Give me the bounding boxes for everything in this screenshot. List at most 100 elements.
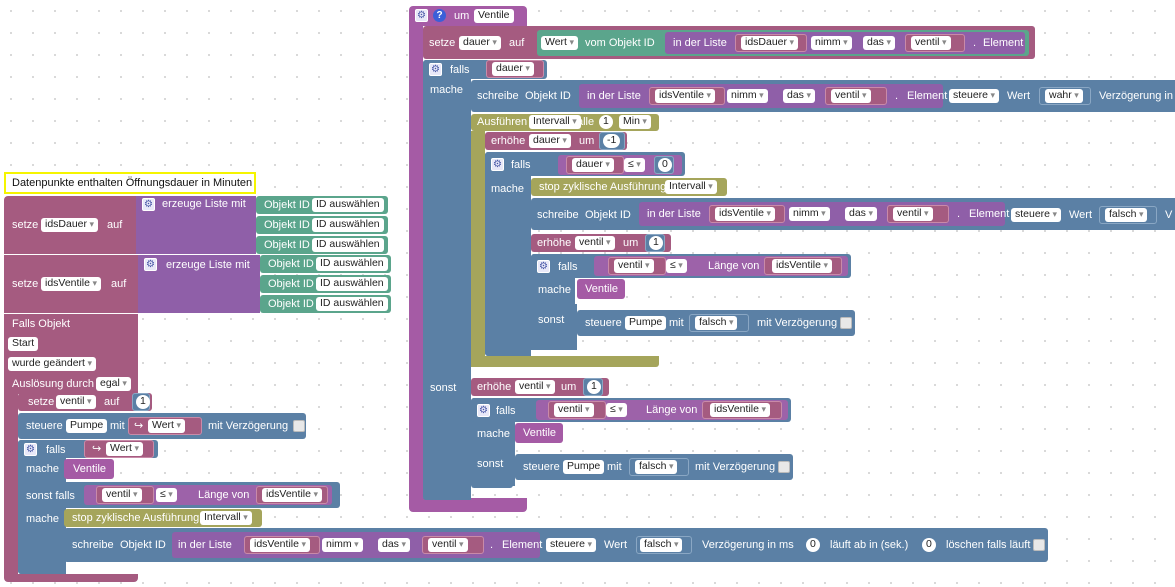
- operator-dropdown[interactable]: ≤: [606, 403, 627, 417]
- var-dropdown-dauer[interactable]: dauer: [459, 36, 501, 50]
- var-dropdown-idsdauer[interactable]: idsDauer: [741, 36, 799, 50]
- start-input[interactable]: Start: [8, 337, 39, 351]
- var-dropdown-idsventile[interactable]: idsVentile: [655, 89, 715, 103]
- var-dropdown-idsventile[interactable]: idsVentile: [772, 259, 832, 273]
- operator-dropdown[interactable]: ≤: [156, 488, 177, 502]
- interval-block[interactable]: Ausführen Intervall alle 1 Min: [471, 114, 659, 131]
- delay-checkbox[interactable]: [293, 420, 305, 432]
- id-select-button[interactable]: ID auswählen: [316, 297, 388, 311]
- increment-ventil-block[interactable]: erhöhe ventil um 1: [471, 378, 609, 396]
- gear-icon[interactable]: ⚙: [415, 9, 428, 22]
- where-dropdown[interactable]: das: [863, 36, 895, 50]
- increment-dauer-block[interactable]: erhöhe dauer um -1: [485, 132, 627, 150]
- compare-block[interactable]: ventil ≤ Länge von idsVentile: [594, 256, 848, 276]
- gear-icon[interactable]: ⚙: [537, 260, 550, 273]
- bool-dropdown[interactable]: falsch: [640, 538, 683, 552]
- var-dropdown-idsventile[interactable]: idsVentile: [262, 488, 322, 502]
- gear-icon[interactable]: ⚙: [491, 158, 504, 171]
- egal-dropdown[interactable]: egal: [96, 377, 131, 391]
- delay-ms-input[interactable]: 0: [806, 538, 820, 552]
- pump-object[interactable]: Pumpe: [625, 316, 667, 330]
- object-id-block[interactable]: Objekt ID ID auswählen: [256, 216, 388, 234]
- event-wert-dropdown[interactable]: Wert: [148, 419, 186, 433]
- var-dropdown-ventil[interactable]: ventil: [515, 380, 555, 394]
- number-value[interactable]: 1: [649, 236, 663, 250]
- var-dropdown-ventil[interactable]: ventil: [614, 259, 654, 273]
- number-value[interactable]: 1: [587, 380, 601, 394]
- value-type-dropdown[interactable]: Wert: [541, 36, 579, 50]
- list-get-block[interactable]: in der Liste idsVentile nimm das ventil …: [639, 202, 1009, 226]
- if-dauer-block[interactable]: [423, 60, 471, 500]
- write-object-block[interactable]: schreibe Objekt ID in der Liste idsVenti…: [471, 80, 1175, 112]
- call-ventile-function[interactable]: Ventile: [515, 423, 563, 443]
- stop-interval-block[interactable]: stop zyklische Ausführung Intervall: [64, 509, 262, 527]
- write-object-block[interactable]: schreibe Objekt ID in der Liste idsVenti…: [64, 528, 1048, 562]
- gear-icon[interactable]: ⚙: [24, 443, 37, 456]
- bool-dropdown[interactable]: falsch: [695, 316, 738, 330]
- clear-running-checkbox[interactable]: [1033, 539, 1045, 551]
- var-dropdown-ventil[interactable]: ventil: [831, 89, 871, 103]
- control-mode-dropdown[interactable]: steuere: [949, 89, 1000, 103]
- gear-icon[interactable]: ⚙: [477, 404, 490, 417]
- stop-interval-block[interactable]: stop zyklische Ausführung Intervall: [531, 178, 727, 196]
- number-value[interactable]: -1: [603, 134, 621, 148]
- operator-dropdown[interactable]: ≤: [666, 259, 687, 273]
- control-pump-block[interactable]: steuere Pumpe mit falsch mit Verzögerung: [577, 310, 855, 336]
- interval-dropdown[interactable]: Intervall: [200, 511, 252, 525]
- id-select-button[interactable]: ID auswählen: [316, 257, 388, 271]
- var-dropdown-ventil[interactable]: ventil: [56, 395, 96, 409]
- compare-block[interactable]: ventil ≤ Länge von idsVentile: [536, 400, 788, 420]
- pump-object[interactable]: Pumpe: [66, 419, 108, 433]
- mode-dropdown[interactable]: nimm: [727, 89, 768, 103]
- control-pump-block[interactable]: steuere Pumpe mit ↪ Wert mit Verzögerung: [18, 413, 306, 439]
- id-select-button[interactable]: ID auswählen: [312, 218, 384, 232]
- if-dauer-zero-block[interactable]: [485, 152, 531, 356]
- interval-value[interactable]: 1: [599, 115, 613, 129]
- gear-icon[interactable]: ⚙: [144, 258, 157, 271]
- bool-dropdown[interactable]: falsch: [1105, 208, 1148, 222]
- where-dropdown[interactable]: das: [378, 538, 410, 552]
- control-mode-dropdown[interactable]: steuere: [546, 538, 597, 552]
- delay-checkbox[interactable]: [778, 461, 790, 473]
- var-dropdown-idsventile[interactable]: idsVentile: [715, 207, 775, 221]
- var-dropdown-idsventile[interactable]: idsVentile: [710, 403, 770, 417]
- compare-block[interactable]: dauer ≤ 0: [558, 155, 682, 175]
- where-dropdown[interactable]: das: [783, 89, 815, 103]
- number-value[interactable]: 1: [136, 395, 150, 409]
- var-dropdown-dauer[interactable]: dauer: [492, 62, 534, 76]
- object-id-block[interactable]: Objekt ID ID auswählen: [256, 196, 388, 214]
- list-get-block[interactable]: in der Liste idsVentile nimm das ventil …: [172, 532, 542, 558]
- var-dropdown-ventil[interactable]: ventil: [428, 538, 468, 552]
- function-name-input[interactable]: Ventile: [474, 9, 514, 23]
- var-dropdown-ventil[interactable]: ventil: [893, 207, 933, 221]
- comment-block[interactable]: Datenpunkte enthalten Öffnungsdauer in M…: [4, 172, 256, 194]
- get-value-block[interactable]: Wert vom Objekt ID in der Liste idsDauer…: [537, 30, 1029, 56]
- control-pump-block[interactable]: steuere Pumpe mit falsch mit Verzögerung: [515, 454, 793, 480]
- control-mode-dropdown[interactable]: steuere: [1011, 208, 1062, 222]
- create-list-block-1[interactable]: ⚙ erzeuge Liste mit: [136, 196, 256, 254]
- id-select-button[interactable]: ID auswählen: [316, 277, 388, 291]
- set-dauer-block[interactable]: setze dauer auf Wert vom Objekt ID in de…: [423, 26, 1035, 59]
- mode-dropdown[interactable]: nimm: [789, 207, 830, 221]
- interval-dropdown[interactable]: Intervall: [665, 180, 717, 194]
- interval-unit-dropdown[interactable]: Min: [619, 115, 651, 129]
- compare-block[interactable]: ventil ≤ Länge von idsVentile: [84, 485, 332, 505]
- write-object-block[interactable]: schreibe Objekt ID in der Liste idsVenti…: [531, 198, 1175, 230]
- create-list-block-2[interactable]: ⚙ erzeuge Liste mit: [138, 255, 260, 313]
- interval-name-dropdown[interactable]: Intervall: [529, 115, 581, 129]
- var-dropdown-idsventile[interactable]: idsVentile: [250, 538, 310, 552]
- var-dropdown-dauer[interactable]: dauer: [572, 158, 614, 172]
- pump-object[interactable]: Pumpe: [563, 460, 605, 474]
- object-id-block[interactable]: Objekt ID ID auswählen: [256, 236, 388, 254]
- set-idsdauer-block[interactable]: setze idsDauer auf: [4, 196, 136, 254]
- var-dropdown-dauer[interactable]: dauer: [529, 134, 571, 148]
- changed-dropdown[interactable]: wurde geändert: [8, 357, 96, 371]
- id-select-button[interactable]: ID auswählen: [312, 198, 384, 212]
- object-id-block[interactable]: Objekt ID ID auswählen: [260, 295, 391, 313]
- event-wert-dropdown[interactable]: Wert: [106, 442, 144, 456]
- set-ventil-block[interactable]: setze ventil auf 1: [18, 393, 152, 411]
- increment-ventil-block[interactable]: erhöhe ventil um 1: [531, 234, 671, 252]
- call-ventile-function[interactable]: Ventile: [64, 459, 114, 479]
- operator-dropdown[interactable]: ≤: [624, 158, 645, 172]
- mode-dropdown[interactable]: nimm: [811, 36, 852, 50]
